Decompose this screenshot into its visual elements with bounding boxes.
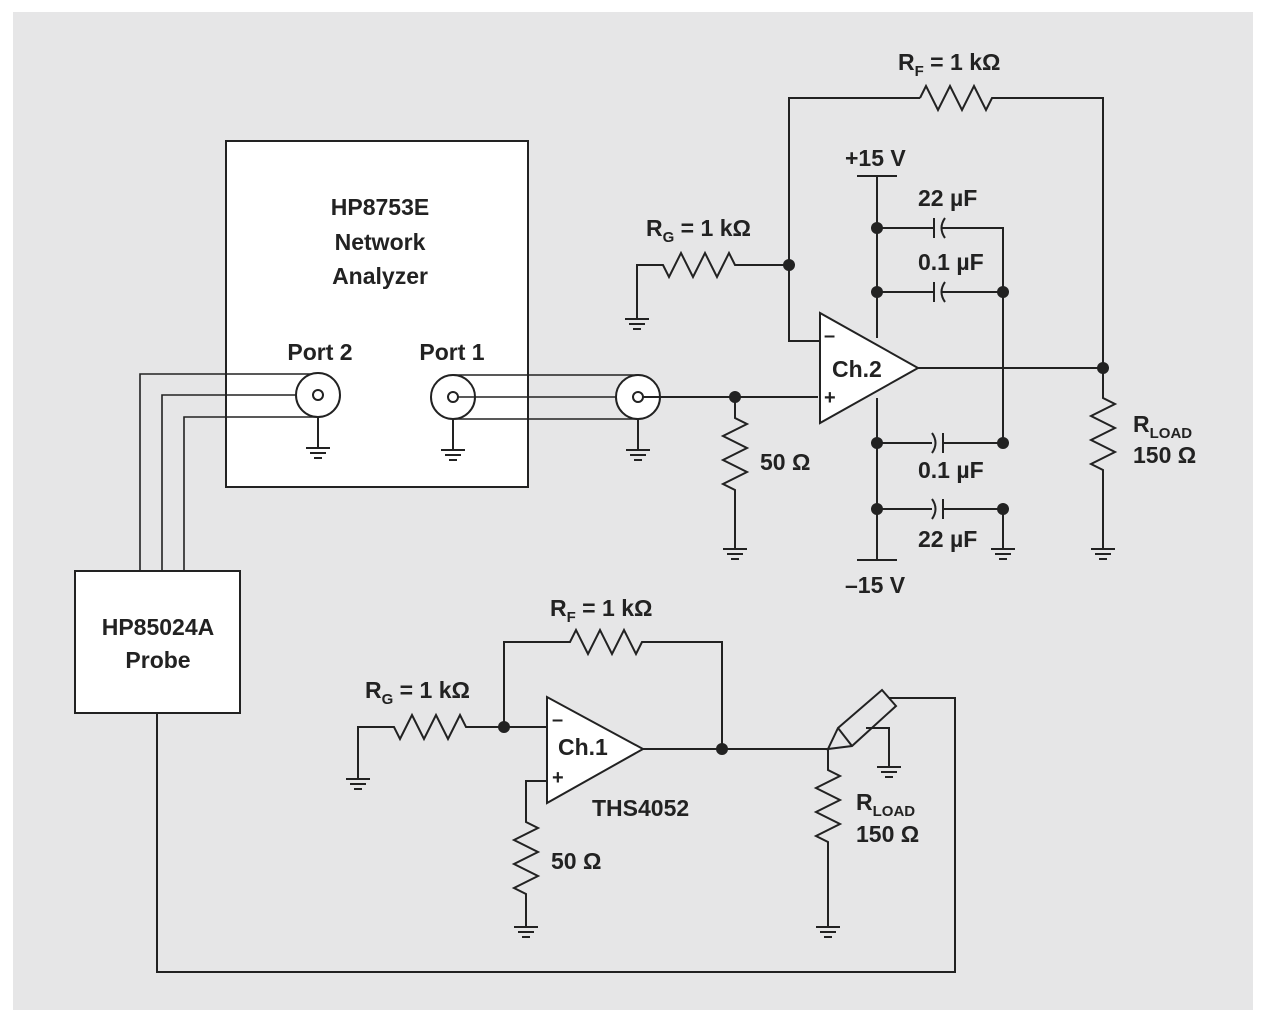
cap-22uf-bottom-label: 22 µF <box>918 526 977 552</box>
ch2-rload-label: RLOAD <box>1133 411 1192 442</box>
probe-box <box>74 570 241 714</box>
vneg-rail <box>857 398 897 561</box>
ch2-minus-sign: – <box>824 325 835 347</box>
ch2-rg-resistor <box>636 250 789 318</box>
ch2-rg-label: RG = 1 kΩ <box>646 215 751 246</box>
cap-22uf-bottom <box>871 498 1016 560</box>
ch2-plus-sign: + <box>824 387 836 409</box>
ch1-r50-label: 50 Ω <box>551 848 601 874</box>
ch1-rf-label: RF = 1 kΩ <box>550 595 652 626</box>
probe-label: Probe <box>125 647 190 673</box>
ch2-rload-resistor <box>1088 368 1118 560</box>
ch2-rload-value: 150 Ω <box>1133 442 1196 468</box>
ch1-part-label: THS4052 <box>592 795 689 821</box>
probe-model-label: HP85024A <box>102 614 215 640</box>
ch1-rload-label: RLOAD <box>856 789 915 820</box>
ch2-op-amp <box>819 311 921 425</box>
analyzer-network-label: Network <box>335 229 426 255</box>
coax-cable <box>453 374 638 420</box>
ch1-rf-resistor <box>503 627 723 749</box>
ch1-rg-resistor <box>357 712 504 778</box>
port2-connector <box>295 372 341 459</box>
ch2-rf-label: RF = 1 kΩ <box>898 49 1000 80</box>
vneg-label: –15 V <box>845 572 906 598</box>
cap-22uf-top <box>871 217 1004 443</box>
analyzer-model-label: HP8753E <box>331 194 429 220</box>
ch2-feedback-wire-left <box>788 97 920 342</box>
ch1-rload-value: 150 Ω <box>856 821 919 847</box>
ch1-minus-sign: – <box>552 709 563 731</box>
coax-far-connector <box>615 374 661 461</box>
analyzer-analyzer-label: Analyzer <box>332 263 428 289</box>
ch1-amp-label: Ch.1 <box>558 734 608 760</box>
ch1-output-node <box>716 743 728 755</box>
cap-01uf-top <box>871 281 1009 303</box>
ch1-op-amp <box>546 695 646 805</box>
cap-22uf-top-label: 22 µF <box>918 185 977 211</box>
background-panel <box>13 12 1253 1010</box>
cap-01uf-top-label: 0.1 µF <box>918 249 984 275</box>
ch2-r50-resistor <box>720 397 750 560</box>
ch2-rf-resistor <box>919 83 1104 368</box>
ch1-r50-resistor <box>511 780 547 926</box>
ch2-amp-label: Ch.2 <box>832 356 882 382</box>
ch1-rg-label: RG = 1 kΩ <box>365 677 470 708</box>
ch1-rload-resistor <box>813 749 843 938</box>
probe-return-cable <box>156 697 956 973</box>
ch2-r50-label: 50 Ω <box>760 449 810 475</box>
ch1-plus-sign: + <box>552 767 564 789</box>
vpos-rail <box>857 175 897 338</box>
vpos-label: +15 V <box>845 145 906 171</box>
port2-label: Port 2 <box>287 339 352 365</box>
probe-cable <box>139 373 320 571</box>
cap-01uf-bottom-label: 0.1 µF <box>918 457 984 483</box>
cap-01uf-bottom <box>871 432 1009 454</box>
port1-label: Port 1 <box>419 339 484 365</box>
network-analyzer-box <box>225 140 529 488</box>
